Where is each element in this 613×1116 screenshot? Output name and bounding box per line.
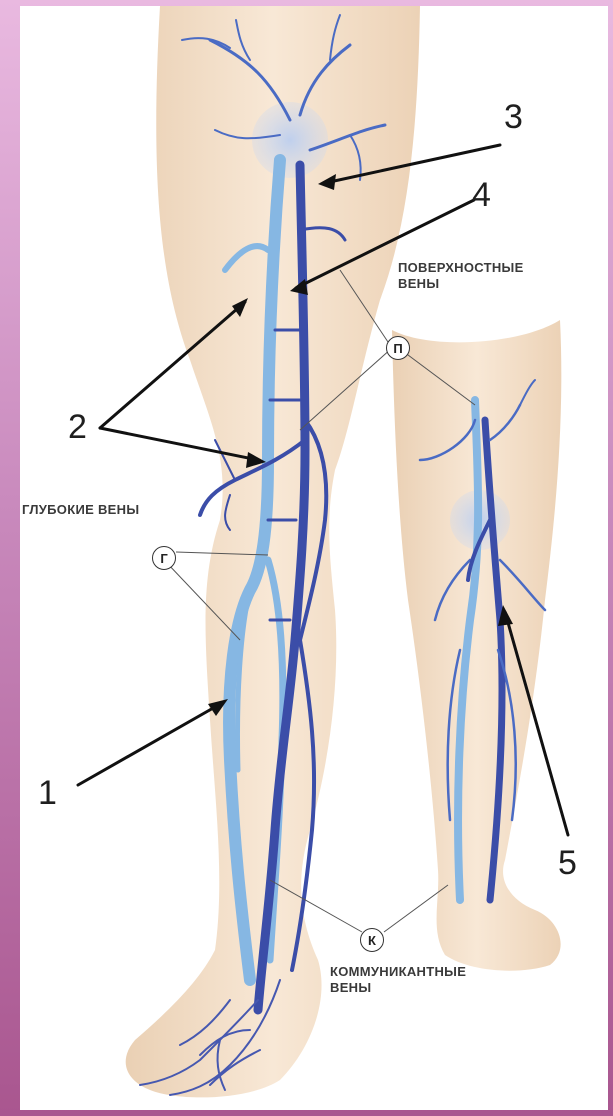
number-1: 1: [38, 776, 57, 810]
leg-veins-illustration: [20, 6, 608, 1110]
deep-veins-label: ГЛУБОКИЕ ВЕНЫ: [22, 502, 139, 518]
number-5: 5: [558, 846, 577, 880]
diagram-panel: ПОВЕРХНОСТНЫЕ ВЕНЫ ГЛУБОКИЕ ВЕНЫ КОММУНИ…: [20, 6, 608, 1110]
marker-g: Г: [152, 546, 176, 570]
superficial-veins-line2: ВЕНЫ: [398, 276, 524, 292]
communicating-veins-line2: ВЕНЫ: [330, 980, 466, 996]
number-3: 3: [504, 100, 523, 134]
marker-p: П: [386, 336, 410, 360]
marker-k: К: [360, 928, 384, 952]
number-2: 2: [68, 410, 87, 444]
superficial-veins-line1: ПОВЕРХНОСТНЫЕ: [398, 260, 524, 276]
number-4: 4: [472, 178, 491, 212]
hip-joint-glow: [252, 102, 328, 178]
communicating-veins-label: КОММУНИКАНТНЫЕ ВЕНЫ: [330, 964, 466, 996]
communicating-veins-line1: КОММУНИКАНТНЫЕ: [330, 964, 466, 980]
superficial-veins-label: ПОВЕРХНОСТНЫЕ ВЕНЫ: [398, 260, 524, 292]
